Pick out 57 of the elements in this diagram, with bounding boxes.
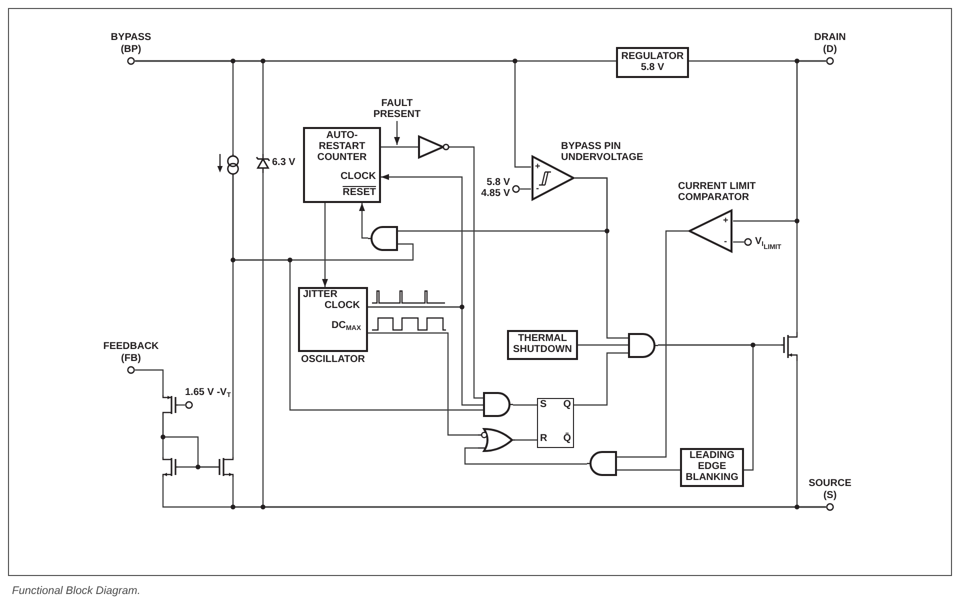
voltage-label: 5.8 V bbox=[486, 178, 510, 189]
wire bbox=[135, 369, 164, 395]
block-label: LEADING EDGE BLANKING bbox=[684, 451, 740, 484]
wire bbox=[733, 241, 744, 243]
wire bbox=[178, 466, 217, 468]
port-label: CLOCK bbox=[340, 172, 376, 183]
block-label: REGULATOR 5.8 V bbox=[620, 52, 685, 74]
block-title: CURRENT LIMIT COMPARATOR bbox=[678, 182, 757, 204]
wire bbox=[658, 344, 754, 471]
wire bbox=[617, 230, 688, 458]
function-block bbox=[507, 330, 578, 360]
wire bbox=[368, 332, 478, 436]
wire bbox=[578, 344, 628, 346]
voltage-label: 6.3 V bbox=[272, 158, 296, 169]
flip-flop-block bbox=[537, 398, 574, 448]
wire bbox=[398, 177, 608, 232]
wire bbox=[515, 439, 537, 441]
port-label: R bbox=[540, 434, 548, 445]
wire bbox=[464, 447, 587, 465]
wire bbox=[617, 469, 680, 471]
voltage-label: 4.85 V bbox=[481, 189, 510, 200]
pin-label: DRAIN (D) bbox=[814, 32, 846, 56]
block-title: OSCILLATOR bbox=[300, 355, 366, 366]
wire bbox=[733, 60, 826, 222]
arrow bbox=[394, 121, 400, 145]
wire bbox=[381, 146, 418, 148]
port-label: Q̄ bbox=[563, 434, 571, 445]
function-block bbox=[616, 47, 689, 78]
wire bbox=[574, 352, 628, 406]
wire bbox=[796, 361, 826, 508]
input-sign: + bbox=[723, 216, 728, 225]
port-label: DC$_{MAX}$ bbox=[331, 321, 361, 332]
input-sign: - bbox=[536, 184, 539, 193]
pin-label: SOURCE (S) bbox=[808, 478, 852, 502]
input-sign: - bbox=[724, 237, 727, 246]
arrow bbox=[359, 203, 368, 239]
wire bbox=[232, 176, 483, 411]
port-label: S bbox=[540, 400, 547, 411]
caption-text: Functional Block Diagram. bbox=[12, 585, 140, 597]
block-label: THERMAL SHUTDOWN bbox=[512, 334, 573, 356]
port-label: RESET bbox=[342, 188, 376, 199]
function-block bbox=[303, 127, 381, 203]
block-title: BYPASS PIN UNDERVOLTAGE bbox=[561, 142, 644, 164]
voltage-label: 1.65 V -V$_{T}$ bbox=[185, 387, 231, 399]
pin-label: BYPASS (BP) bbox=[110, 32, 152, 56]
annotation-label: FAULT PRESENT bbox=[372, 98, 422, 120]
wire bbox=[368, 306, 483, 406]
wire bbox=[135, 60, 531, 168]
wire bbox=[450, 146, 483, 399]
port-label: Q bbox=[563, 400, 571, 411]
input-sign: + bbox=[535, 162, 540, 171]
wire bbox=[513, 404, 537, 406]
wire bbox=[520, 188, 531, 190]
arrow bbox=[322, 203, 328, 287]
pin-label: FEEDBACK (FB) bbox=[103, 341, 159, 365]
block-title: AUTO-RESTART COUNTER bbox=[316, 131, 368, 164]
port-label: JITTER CLOCK bbox=[303, 290, 360, 312]
